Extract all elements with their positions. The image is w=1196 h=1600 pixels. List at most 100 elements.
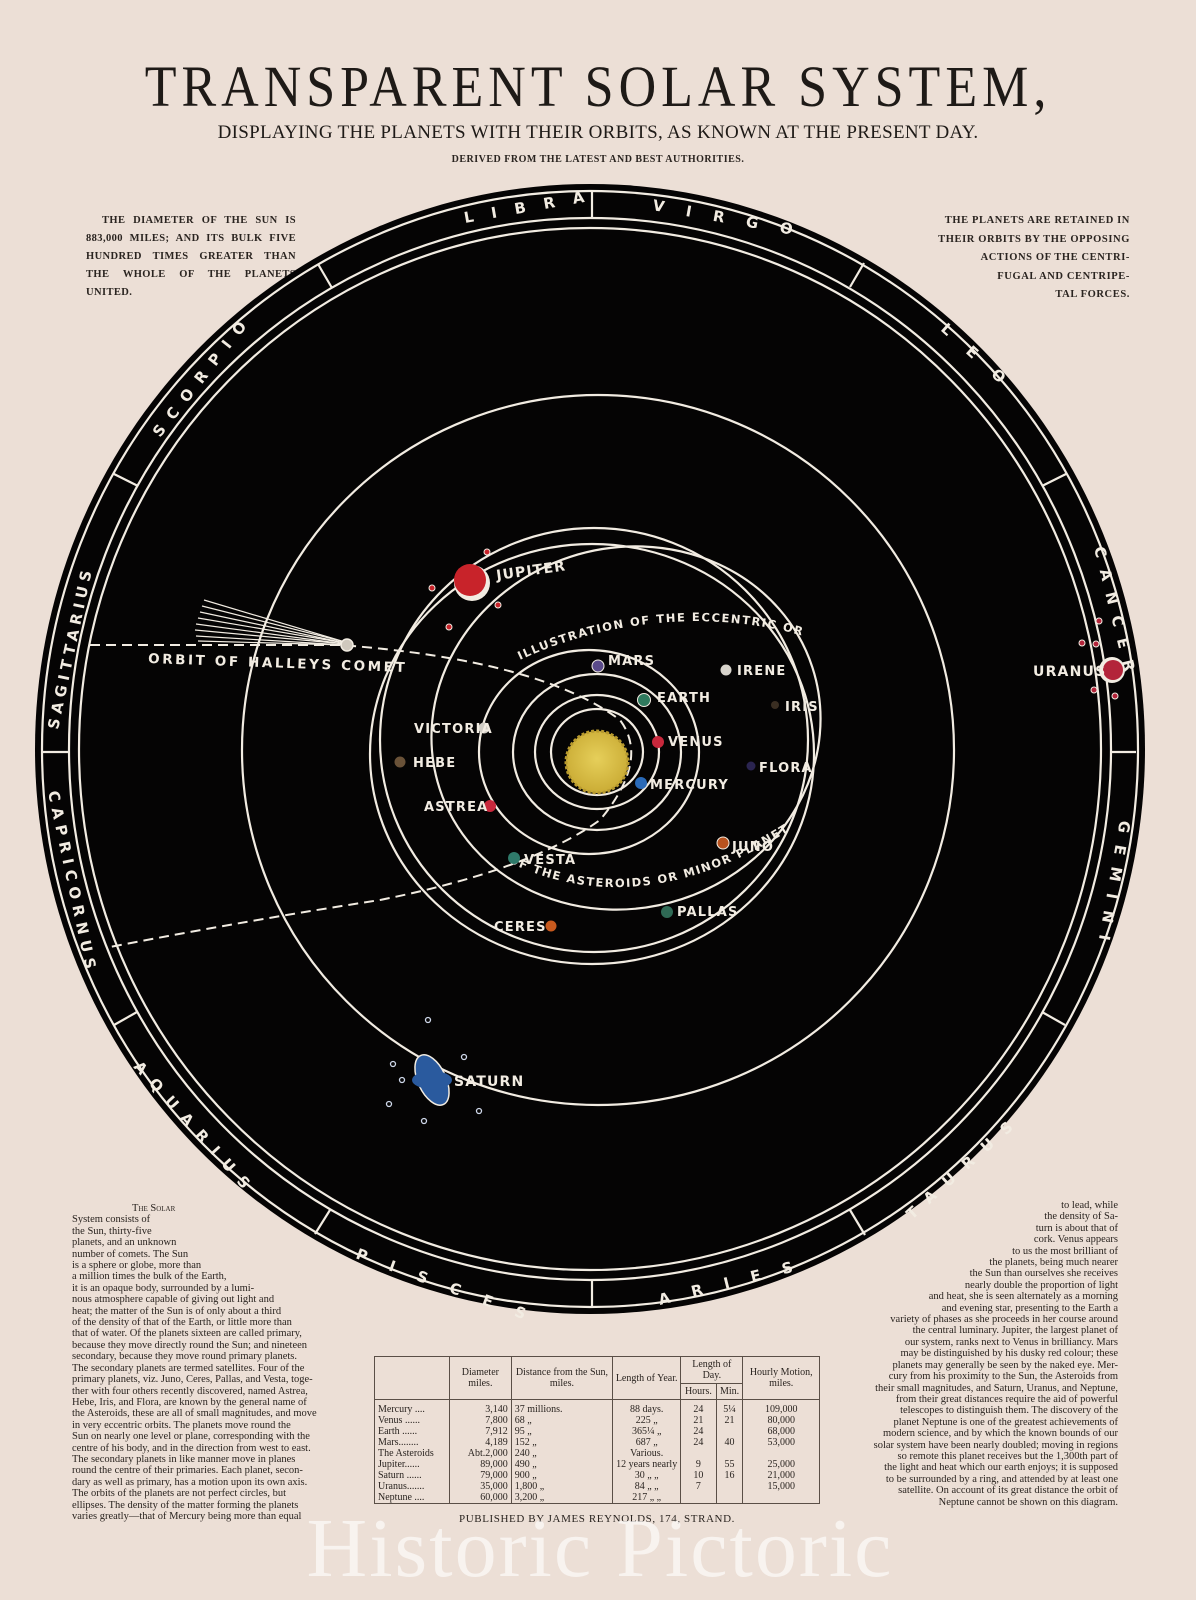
text-line: secondary, because they move round prima…: [72, 1351, 297, 1363]
text-line: The secondary planets in like manner mov…: [72, 1453, 296, 1465]
label-saturn: SATURN: [454, 1074, 524, 1090]
header-planet: [374, 1356, 450, 1400]
text-line: it is an opaque body, surrounded by a lu…: [72, 1282, 255, 1294]
label-pallas: PALLAS: [677, 905, 739, 920]
text-line: Hebe, Iris, and Flora, are known by the …: [72, 1396, 307, 1408]
sun-diameter-note: THE DIAMETER OF THE SUN IS 883,000 MILES…: [86, 215, 296, 298]
mercury-orbit: [549, 707, 645, 797]
text-line: of the density of that of the Earth, or …: [72, 1317, 292, 1329]
header-day: Length of Day.: [680, 1356, 743, 1384]
text-line: the Asteroids, these are all of small ma…: [72, 1408, 317, 1420]
text-line: Sun on nearly one level or plane, corres…: [72, 1431, 310, 1443]
header-year: Length of Year.: [612, 1356, 681, 1400]
text-line: number of comets. The Sun: [72, 1248, 189, 1260]
text-line: and evening star, presenting to the Eart…: [941, 1302, 1118, 1314]
note-line: THE PLANETS ARE RETAINED IN: [944, 215, 1130, 226]
text-line: the planets, being much nearer: [989, 1257, 1118, 1269]
text-line: The Solar: [132, 1203, 176, 1214]
label-mercury: MERCURY: [650, 778, 729, 793]
earth-orbit: [511, 672, 683, 832]
text-line: varies greatly—that of Mercury being mor…: [72, 1510, 302, 1522]
table-row: Saturn ...... 79,000 900 „ 30 „ „ 10 16 …: [375, 1470, 820, 1481]
header-hours: Hours.: [680, 1383, 717, 1400]
table-row: Neptune .... 60,000 3,200 „ 217 „ „: [375, 1492, 820, 1504]
text-line: ther with four others recently discovere…: [72, 1385, 308, 1397]
hebe: [394, 756, 406, 768]
text-line: primary planets, viz. Juno, Ceres, Palla…: [72, 1374, 313, 1386]
venus: [652, 736, 664, 748]
text-line: nearly double the proportion of light: [964, 1279, 1118, 1291]
text-line: dary as well as primary, has a motion up…: [72, 1476, 308, 1488]
table-row: Mars........ 4,189 152 „ 687 „ 24 40 53,…: [375, 1437, 820, 1448]
label-hebe: HEBE: [413, 756, 456, 771]
juno: [716, 836, 730, 850]
text-line: planets, and an unknown: [72, 1237, 177, 1249]
saturn-orbit: [240, 393, 956, 1107]
planet-data-table: Diameter miles. Distance from the Sun, m…: [374, 1356, 820, 1504]
table-row: Jupiter...... 89,000 490 „ 12 years near…: [375, 1459, 820, 1470]
label-victoria: VICTORIA: [414, 722, 493, 737]
table-row: Earth ...... 7,912 95 „ 365¼ „ 24 68,000: [375, 1426, 820, 1437]
page-subtitle: DISPLAYING THE PLANETS WITH THEIR ORBITS…: [217, 122, 979, 143]
text-line: the central luminary. Jupiter, the large…: [912, 1325, 1118, 1337]
text-line: modern science, and by which the known b…: [882, 1428, 1118, 1440]
page-tagline: DERIVED FROM THE LATEST AND BEST AUTHORI…: [451, 154, 745, 165]
vesta: [508, 852, 520, 864]
text-line: round the centre of their primaries. Eac…: [72, 1465, 303, 1477]
label-juno: JUNO: [731, 840, 774, 855]
table-row: Venus ...... 7,800 68 „ 225 „ 21 21 80,0…: [375, 1415, 820, 1426]
asteroid-eccentric-orbit-b: [430, 545, 822, 911]
text-line: and heat, she is seen alternately as a m…: [928, 1291, 1118, 1303]
halleys-comet: [194, 599, 354, 652]
text-line: may be distinguished by his dusky red co…: [900, 1348, 1118, 1360]
text-line: satellite. On account of its great dista…: [898, 1485, 1118, 1497]
victoria: [478, 722, 490, 734]
label-ceres: CERES: [494, 920, 547, 935]
text-line: to be surrounded by a ring, and attended…: [885, 1473, 1118, 1485]
saturn: [385, 1016, 483, 1125]
label-irene: IRENE: [737, 664, 787, 679]
text-line: variety of phases as she proceeds in her…: [890, 1314, 1118, 1326]
label-vesta: VESTA: [524, 853, 576, 868]
label-iris: IRIS: [785, 700, 819, 715]
orbits-forces-note: THE PLANETS ARE RETAINED IN THEIR ORBITS…: [886, 212, 1130, 305]
text-line: solar system have been nearly doubled; m…: [873, 1439, 1118, 1451]
text-line: Neptune cannot be shown on this diagram.: [938, 1496, 1118, 1508]
solar-system-description-left: The Solar System consists of the Sun, th…: [72, 1203, 370, 1522]
text-line: The orbits of the planets are not perfec…: [72, 1488, 286, 1500]
text-line: so remote this planet receives but the 1…: [897, 1450, 1118, 1462]
text-line: cork. Venus appears: [1033, 1234, 1118, 1246]
header-distance: Distance from the Sun, miles.: [510, 1356, 613, 1400]
text-line: telescopes to distinguish them. The disc…: [900, 1405, 1118, 1417]
text-line: the light and heat which our earth enjoy…: [884, 1462, 1118, 1474]
note-line: TAL FORCES.: [1055, 289, 1130, 300]
flora: [746, 761, 756, 771]
pallas: [661, 906, 673, 918]
astrea: [484, 800, 496, 812]
text-line: the density of Sa-: [1044, 1211, 1118, 1223]
text-line: is a sphere or globe, more than: [72, 1260, 202, 1272]
table-row: Uranus....... 35,000 1,800 „ 84 „ „ 7 15…: [375, 1481, 820, 1492]
text-line: nous atmosphere capable of giving out li…: [72, 1294, 275, 1306]
uranus: [1078, 617, 1125, 700]
iris: [771, 701, 779, 709]
text-line: because they move directly round the Sun…: [72, 1339, 308, 1351]
mercury: [635, 777, 647, 789]
text-line: their small magnitudes, and Saturn, Uran…: [875, 1382, 1118, 1394]
label-venus: VENUS: [668, 735, 724, 750]
table-row: Mercury .... 3,140 37 millions. 88 days.…: [375, 1399, 820, 1415]
text-line: turn is about that of: [1035, 1222, 1118, 1234]
ceres: [545, 920, 557, 932]
label-flora: FLORA: [759, 761, 813, 776]
jupiter-orbit: [368, 542, 816, 966]
text-line: the Sun than ourselves she receives: [969, 1268, 1118, 1280]
venus-orbit: [533, 693, 661, 811]
table-row: The Asteroids Abt.2,000 240 „ Various.: [375, 1448, 820, 1459]
irene: [720, 664, 732, 676]
label-uranus: URANUS: [1033, 664, 1106, 680]
text-line: to us the most brilliant of: [1012, 1245, 1118, 1257]
text-line: cury from his proximity to the Sun, the …: [888, 1371, 1118, 1383]
text-line: centre of his body, and in the direction…: [72, 1442, 311, 1454]
text-line: the Sun, thirty-five: [72, 1225, 152, 1237]
